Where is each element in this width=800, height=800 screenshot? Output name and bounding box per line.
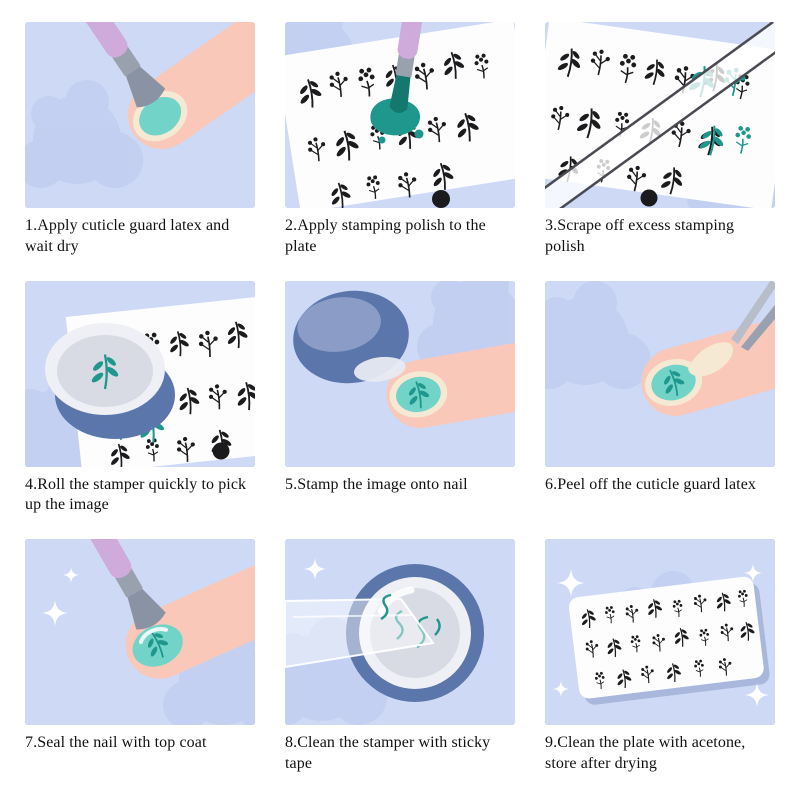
scene-clean-stamper (285, 539, 515, 726)
stamper-icon (293, 290, 409, 383)
scene-top-coat (25, 539, 255, 726)
residue-on-tape (380, 594, 392, 621)
step-5: 5.Stamp the image onto nail (285, 280, 515, 524)
finger (381, 319, 515, 434)
topcoat-shine (138, 627, 169, 645)
step-9-caption: 9.Clean the plate with acetone, store af… (545, 734, 746, 773)
stamper-top (297, 296, 381, 352)
step-2: 2.Apply stamping polish to the plate (285, 22, 515, 265)
step-9-illustration (545, 539, 775, 726)
step-6-illustration (545, 280, 775, 467)
step-7-illustration (25, 539, 255, 726)
scene-scrape-polish (545, 22, 775, 208)
tweezers-icon (731, 280, 775, 351)
finger (633, 283, 775, 424)
nail (396, 376, 441, 412)
scene-apply-polish (285, 22, 515, 208)
scraper-icon (545, 22, 775, 208)
step-1: 1.Apply cuticle guard latex and wait dry (25, 22, 255, 265)
polish-blob (370, 98, 424, 144)
stamper-silicone (370, 588, 460, 679)
finger (114, 539, 255, 690)
stamper-silicone (353, 356, 406, 382)
step-8-caption: 8.Clean the stamper with sticky tape (285, 734, 491, 773)
polish-residue (394, 610, 441, 649)
plate-dot (212, 442, 230, 460)
highlight (377, 586, 415, 615)
step-4-illustration (25, 280, 255, 467)
scene-stamp-nail (285, 280, 515, 467)
nail (651, 364, 696, 401)
sticky-tape-icon (285, 594, 435, 669)
step-7-caption: 7.Seal the nail with top coat (25, 734, 207, 752)
step-7: 7.Seal the nail with top coat (25, 539, 255, 782)
latex-flap (688, 341, 733, 377)
scene-peel-latex (545, 280, 775, 467)
step-1-illustration (25, 22, 255, 208)
step-6-caption: 6.Peel off the cuticle guard latex (545, 475, 757, 493)
step-6: 6.Peel off the cuticle guard latex (545, 280, 775, 524)
scene-store-plate (545, 539, 775, 726)
step-3: 3.Scrape off excess stamping polish (545, 22, 775, 265)
plate-surface (568, 577, 764, 699)
plate-dot (640, 189, 658, 207)
stamper-icon (45, 322, 175, 439)
step-5-caption: 5.Stamp the image onto nail (285, 475, 468, 493)
step-1-caption: 1.Apply cuticle guard latex and wait dry (25, 217, 230, 255)
step-8: 8.Clean the stamper with sticky tape (285, 539, 515, 782)
step-4: 4.Roll the stamper quickly to pick up th… (25, 280, 255, 524)
step-5-illustration (285, 280, 515, 467)
step-4-caption: 4.Roll the stamper quickly to pick up th… (25, 475, 247, 514)
nail (139, 96, 182, 136)
step-2-illustration (285, 22, 515, 208)
scene-roll-stamper (25, 280, 255, 467)
stamping-plate-icon (568, 577, 770, 706)
step-2-caption: 2.Apply stamping polish to the plate (285, 217, 486, 255)
step-3-caption: 3.Scrape off excess stamping polish (545, 217, 735, 255)
stamper-silicone (57, 334, 153, 407)
step-8-illustration (285, 539, 515, 726)
step-9: 9.Clean the plate with acetone, store af… (545, 539, 775, 782)
step-3-illustration (545, 22, 775, 208)
plate-dot (432, 190, 450, 208)
scene-apply-latex (25, 22, 255, 208)
